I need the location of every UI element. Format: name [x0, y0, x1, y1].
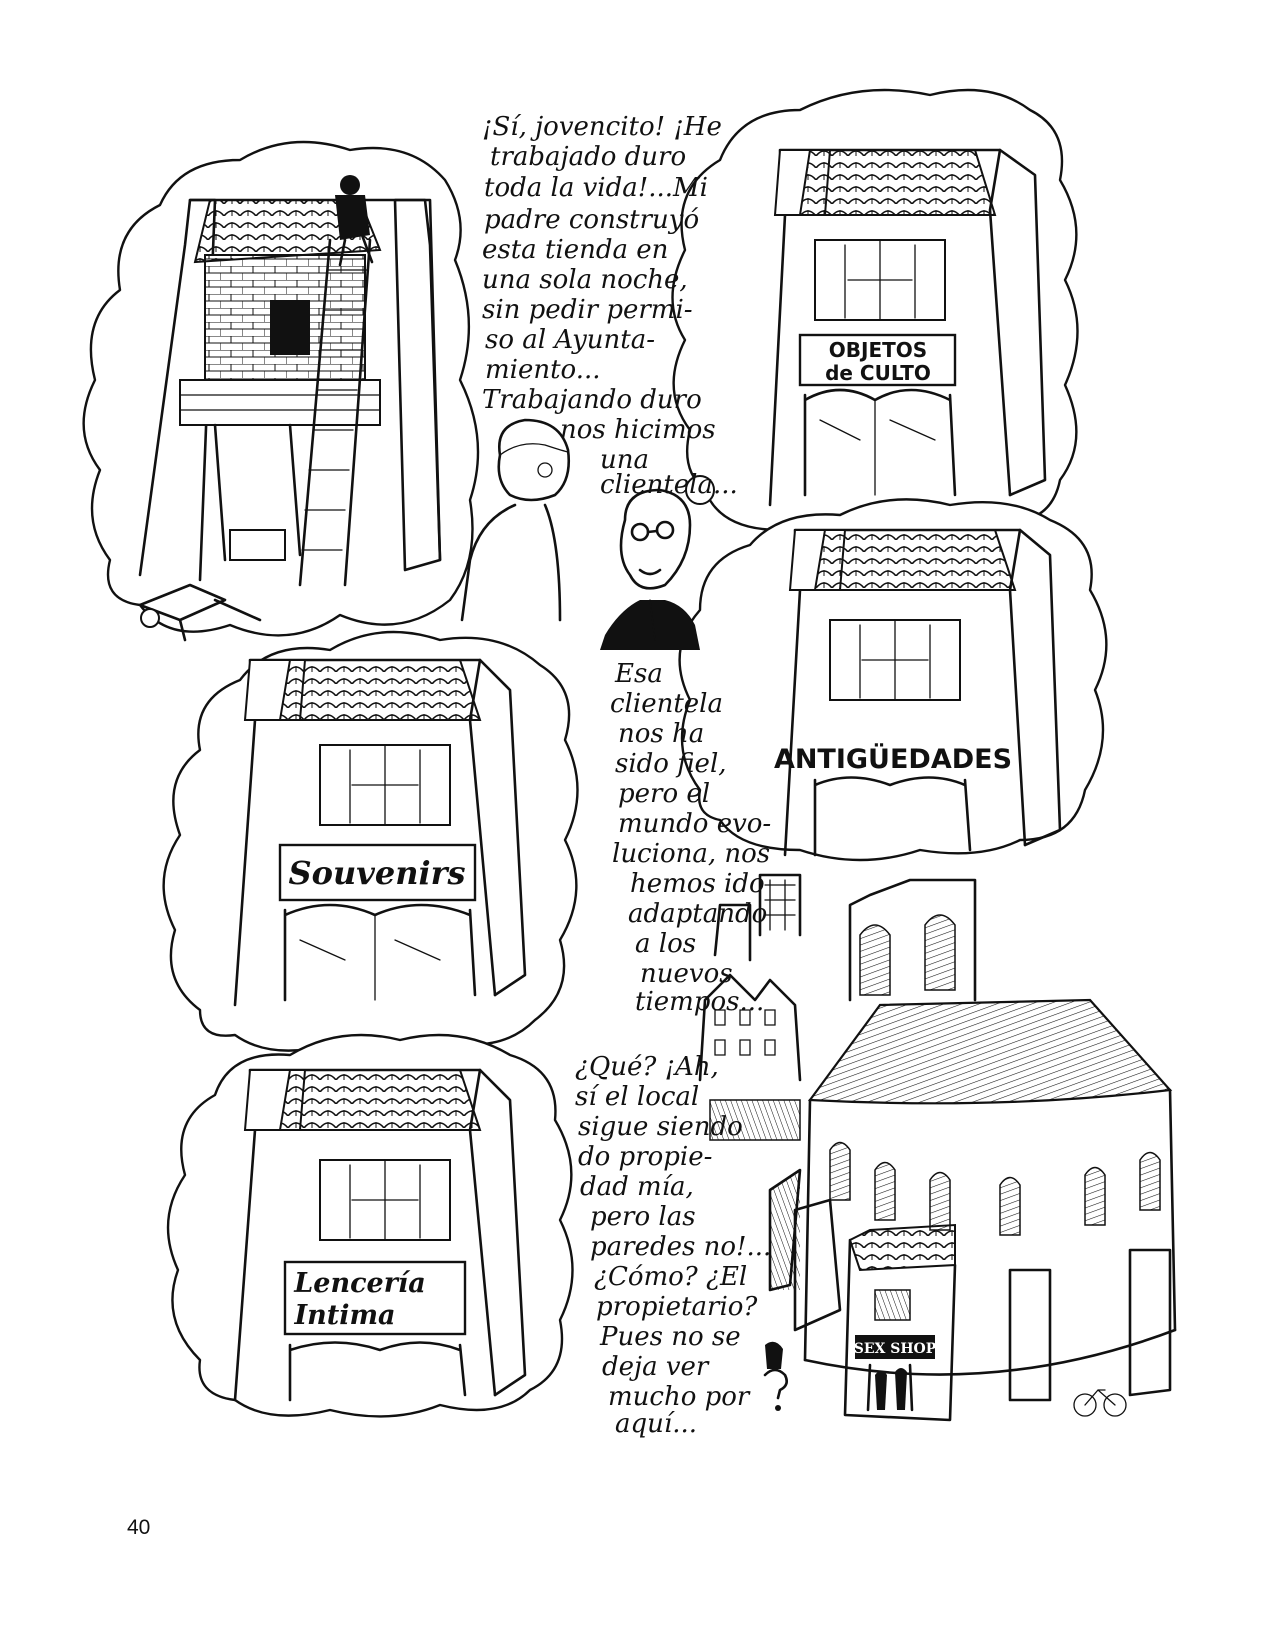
narration-line: esta tienda en — [482, 235, 668, 265]
question-mark-icon — [763, 1341, 788, 1411]
sign-objetos-line1: OBJETOS — [829, 338, 927, 362]
narration-line: trabajado duro — [490, 142, 686, 172]
narration-line: nuevos — [640, 959, 733, 989]
church — [803, 878, 1177, 1402]
narration-line: Trabajando duro — [482, 385, 702, 415]
narration-line: ¿Cómo? ¿El — [594, 1262, 747, 1292]
narration-block-3: ¿Qué? ¡Ah, sí el local sigue siendo do p… — [575, 1052, 771, 1439]
sign-objetos-line2: de CULTO — [825, 361, 931, 385]
narration-line: nos ha — [618, 719, 704, 749]
narration-line: padre construyó — [484, 205, 699, 235]
woman-with-glasses — [600, 475, 715, 650]
narration-line: ¿Qué? ¡Ah, — [575, 1052, 719, 1082]
narration-line: Esa — [614, 659, 663, 689]
narration-line: luciona, nos — [612, 839, 770, 869]
narration-line: a los — [635, 929, 696, 959]
narration-line: Pues no se — [599, 1322, 741, 1352]
page-number: 40 — [127, 1516, 150, 1539]
narration-line: sin pedir permi- — [482, 295, 693, 325]
narration-line: clientela — [610, 689, 723, 719]
narration-line: ¡Sí, jovencito! ¡He — [482, 112, 722, 142]
house-souvenirs: Souvenirs — [233, 658, 527, 1007]
narration-line: toda la vida!...Mi — [484, 173, 708, 203]
narration-line: pero las — [590, 1202, 696, 1232]
narration-line: sigue siendo — [578, 1112, 743, 1142]
sign-lenceria-line2: Intima — [293, 1300, 395, 1331]
house-objetos-de-culto: OBJETOS de CULTO — [768, 148, 1047, 507]
sign-souvenirs: Souvenirs — [289, 854, 466, 892]
narration-line: paredes no!... — [590, 1232, 771, 1262]
narration-line: una sola noche, — [482, 265, 688, 295]
narration-block-2: Esa clientela nos ha sido fiel, pero el … — [610, 659, 771, 1017]
narration-line: una — [600, 445, 649, 475]
narration-line: nos hicimos — [560, 415, 716, 445]
narration-line: mucho por — [608, 1382, 751, 1412]
narration-line: sido fiel, — [615, 749, 727, 779]
narration-line: aquí... — [615, 1409, 697, 1439]
narration-line: mundo evo- — [618, 809, 771, 839]
narration-line: dad mía, — [580, 1172, 694, 1202]
narration-line: pero el — [618, 779, 710, 809]
sign-antiguedades: ANTIGÜEDADES — [774, 742, 1012, 775]
young-man — [460, 418, 570, 622]
town-buildings — [698, 873, 802, 1141]
narration-line: so al Ayunta- — [485, 325, 655, 355]
house-under-construction — [138, 175, 442, 587]
sign-lenceria-line1: Lencería — [293, 1268, 425, 1299]
narration-block-1: ¡Sí, jovencito! ¡He trabajado duro toda … — [482, 112, 738, 500]
sign-sexshop: SEX SHOP — [854, 1341, 937, 1357]
walls-street — [768, 1168, 842, 1332]
house-antiguedades: ANTIGÜEDADES — [774, 528, 1062, 857]
narration-line: hemos ido — [630, 869, 765, 899]
narration-line: miento... — [485, 355, 601, 385]
narration-line: deja ver — [602, 1352, 710, 1382]
house-lenceria-intima: Lencería Intima — [233, 1068, 527, 1402]
narration-line: tiempos... — [635, 987, 764, 1017]
narration-line: adaptando — [628, 899, 767, 929]
bicycle-icon — [1073, 1389, 1127, 1417]
wheelbarrow-icon — [138, 583, 262, 642]
narration-line: do propie- — [578, 1142, 712, 1172]
narration-line: propietario? — [596, 1292, 758, 1322]
sexshop-building: SEX SHOP — [843, 1223, 957, 1422]
narration-line: sí el local — [575, 1082, 699, 1112]
narration-line: clientela... — [600, 470, 738, 500]
